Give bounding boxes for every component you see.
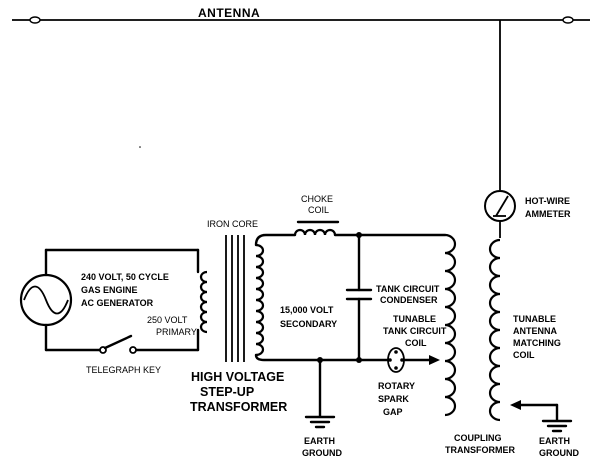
secondary-label-2: SECONDARY (280, 319, 337, 329)
earth-ground-left-1: EARTH (304, 436, 335, 446)
primary-coil (199, 270, 208, 334)
condenser-label-2: CONDENSER (380, 295, 438, 305)
junction-top (356, 232, 362, 238)
antenna-matching-coil (488, 221, 501, 422)
secondary-coil (255, 243, 265, 357)
ac-generator (19, 273, 73, 327)
ammeter-label-1: HOT-WIRE (525, 196, 570, 206)
transformer-label-1: HIGH VOLTAGE (191, 370, 284, 384)
tank-coil-label-1: TUNABLE (393, 314, 436, 324)
primary-circuit (44, 248, 200, 352)
ground-right-symbol (541, 419, 573, 433)
choke-coil-label-1: CHOKE (301, 194, 333, 204)
secondary-wiring (254, 233, 447, 362)
secondary-label-1: 15,000 VOLT (280, 305, 334, 315)
condenser-label-1: TANK CIRCUIT (376, 284, 440, 294)
primary-label-2: PRIMARY (156, 327, 197, 337)
coupling-transformer-label-2: TRANSFORMER (445, 445, 515, 455)
generator-label-3: AC GENERATOR (81, 298, 154, 308)
transformer-label-2: STEP-UP (200, 385, 254, 399)
antenna-label: ANTENNA (198, 6, 260, 20)
tank-coil-tap-arrow (429, 355, 440, 365)
generator-label-1: 240 VOLT, 50 CYCLE (81, 272, 169, 282)
coupling-transformer-label-1: COUPLING (454, 433, 502, 443)
spark-gap-label-1: ROTARY (378, 381, 415, 391)
rotary-spark-gap (387, 347, 405, 373)
telegraph-key-label: TELEGRAPH KEY (86, 365, 161, 375)
ammeter-label-2: AMMETER (525, 209, 571, 219)
iron-core-label: IRON CORE (207, 219, 258, 229)
matching-coil-label-3: MATCHING (513, 338, 561, 348)
hot-wire-ammeter (484, 190, 516, 222)
spark-gap-label-3: GAP (383, 407, 403, 417)
antenna-wire (12, 16, 590, 190)
tank-coil-label-2: TANK CIRCUIT (383, 326, 447, 336)
tank-circuit-coil (444, 233, 457, 417)
junction-bottom-right (356, 357, 362, 363)
ground-left (304, 358, 336, 429)
stray-dot (139, 146, 141, 148)
tank-coil-label-3: COIL (405, 338, 427, 348)
tank-condenser (345, 288, 373, 301)
spark-gap-label-2: SPARK (378, 394, 409, 404)
earth-ground-left-2: GROUND (302, 448, 342, 458)
choke-coil-label-2: COIL (308, 205, 329, 215)
earth-ground-right-2: GROUND (539, 448, 579, 458)
matching-coil-label-4: COIL (513, 350, 535, 360)
transformer-label-3: TRANSFORMER (190, 400, 287, 414)
primary-label-1: 250 VOLT (147, 315, 188, 325)
matching-coil-tap (510, 400, 559, 422)
telegraph-key (99, 334, 137, 354)
matching-coil-label-2: ANTENNA (513, 326, 557, 336)
generator-label-2: GAS ENGINE (81, 285, 138, 295)
choke-coil (293, 220, 340, 236)
iron-core (225, 235, 245, 362)
earth-ground-right-1: EARTH (539, 436, 570, 446)
matching-coil-label-1: TUNABLE (513, 314, 556, 324)
